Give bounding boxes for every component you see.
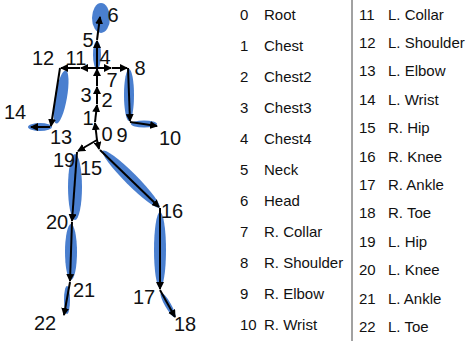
joint-index: 16	[359, 149, 376, 164]
callout-number: 22	[34, 313, 56, 333]
table-divider	[352, 0, 353, 341]
joint-name: R. Shoulder	[264, 255, 343, 270]
joint-name: R. Ankle	[388, 177, 444, 192]
callout-number: 6	[107, 5, 118, 25]
joint-index: 22	[359, 319, 376, 334]
joint-name: L. Elbow	[388, 63, 446, 78]
joint-index: 14	[359, 92, 376, 107]
joint-name: Neck	[264, 162, 298, 177]
joint-name: R. Collar	[264, 224, 322, 239]
joint-index: 4	[240, 131, 248, 146]
joint-index: 3	[240, 100, 248, 115]
joint-name: R. Toe	[388, 205, 431, 220]
joint-index: 21	[359, 291, 376, 306]
joint-index: 7	[240, 224, 248, 239]
body-segments	[28, 3, 178, 319]
joint-name: R. Wrist	[264, 317, 317, 332]
joint-index: 8	[240, 255, 248, 270]
callout-number: 3	[80, 85, 91, 105]
joint-name: L. Knee	[388, 262, 440, 277]
joint-index: 10	[240, 317, 257, 332]
joint-name: L. Toe	[388, 319, 429, 334]
callout-number: 2	[101, 90, 112, 110]
callout-number: 0	[101, 124, 112, 144]
callout-number: 15	[80, 158, 102, 178]
joint-name: R. Hip	[388, 120, 430, 135]
callout-number: 21	[73, 280, 95, 300]
joint-name: Root	[264, 7, 296, 22]
callout-number: 20	[46, 212, 68, 232]
joint-name: R. Knee	[388, 149, 442, 164]
joint-index: 13	[359, 63, 376, 78]
callout-number: 17	[133, 287, 155, 307]
joint-index: 12	[359, 35, 376, 50]
joint-index: 18	[359, 205, 376, 220]
joint-name: L. Collar	[388, 7, 444, 22]
joint-name: L. Ankle	[388, 291, 441, 306]
joint-name: Chest4	[264, 131, 312, 146]
callout-number: 12	[32, 48, 54, 68]
joint-index: 0	[240, 7, 248, 22]
joint-index: 9	[240, 286, 248, 301]
joint-index: 17	[359, 177, 376, 192]
joint-index: 15	[359, 120, 376, 135]
callout-number: 18	[174, 314, 196, 334]
joint-name: L. Wrist	[388, 92, 439, 107]
joint-name: Chest3	[264, 100, 312, 115]
joint-name: L. Hip	[388, 234, 427, 249]
callout-number: 16	[161, 201, 183, 221]
joint-index: 11	[359, 7, 375, 22]
callout-number: 7	[106, 70, 117, 90]
bone-arrows	[31, 17, 175, 317]
joint-name: R. Elbow	[264, 286, 324, 301]
callout-number: 13	[50, 127, 72, 147]
callout-number: 8	[134, 58, 145, 78]
callout-number: 1	[82, 108, 93, 128]
joint-index: 5	[240, 162, 248, 177]
joint-index: 19	[359, 234, 376, 249]
callout-number: 5	[82, 30, 93, 50]
callout-number: 9	[116, 125, 127, 145]
joint-name: Chest	[264, 38, 303, 53]
joint-index: 2	[240, 69, 248, 84]
callout-number: 19	[53, 150, 75, 170]
callout-number: 11	[66, 48, 87, 68]
joint-name: Chest2	[264, 69, 312, 84]
joint-index: 6	[240, 193, 248, 208]
joint-name: L. Shoulder	[388, 35, 465, 50]
callout-number: 4	[99, 47, 110, 67]
joint-index: 1	[240, 38, 248, 53]
joint-index: 20	[359, 262, 376, 277]
joint-name: Head	[264, 193, 300, 208]
callout-number: 10	[159, 128, 181, 148]
callout-number: 14	[4, 102, 26, 122]
